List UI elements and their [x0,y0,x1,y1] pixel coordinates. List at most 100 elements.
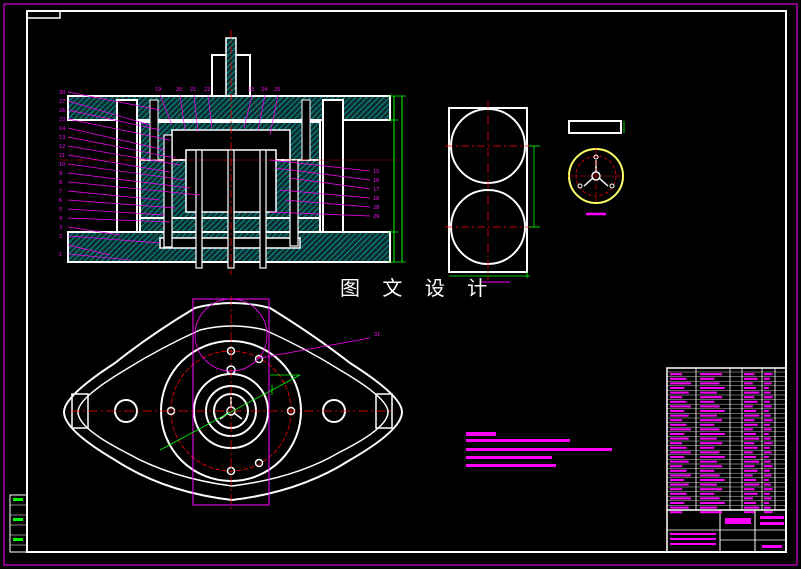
leader-lines-top [159,94,279,136]
bom-cell-text [670,451,691,454]
balloon-19: 19 [155,87,161,93]
bom-cell-text [700,474,720,477]
bom-cell-text [764,433,769,435]
bom-cell-text [700,446,715,449]
bom-cell-text [700,373,723,376]
bom-cell-text [670,405,691,408]
bom-cell-text [670,479,685,481]
bom-cell-text [764,442,773,445]
bom-cell-text [670,391,689,394]
bom-cell-text [670,433,685,435]
balloon-22: 22 [204,87,210,93]
bom-cell-text [744,396,755,399]
balloon-8: 8 [59,180,62,186]
balloon-1: 1 [59,252,62,258]
balloon-23: 23 [248,87,254,93]
bom-cell-text [670,502,685,504]
bom-cell-text [700,419,723,422]
bom-cell-text [700,506,717,509]
bom-cell-text [744,414,760,417]
bom-cell-text [764,492,770,495]
margin-stamp-table [9,494,28,553]
bom-cell-text [764,414,771,417]
bom-cell-text [764,456,769,458]
balloon-31: 31 [374,332,380,338]
bom-cell-text [670,400,687,403]
plan-outer-outline [62,302,404,502]
balloon-7: 7 [59,189,62,195]
bom-cell-text [700,414,717,417]
bom-cell-text [670,497,691,500]
balloon-15: 15 [373,169,379,175]
bom-cell-text [700,497,720,500]
balloon-26: 26 [59,108,65,114]
bom-cell-text [744,446,758,449]
bom-cell-text [744,442,755,445]
bom-cell-text [764,483,771,486]
balloon-12: 12 [59,144,65,150]
plan-inner-outline [77,325,389,487]
bom-cell-text [744,474,753,477]
bom-cell-text [764,446,770,449]
bom-cell-text [764,387,769,389]
bom-cell-text [700,479,725,481]
bom-cell-text [670,382,691,385]
bom-cell-text [764,382,772,385]
balloon-13: 13 [59,135,65,141]
balloon-27: 27 [59,99,65,105]
balloon-14: 14 [59,126,65,132]
screw-left [149,99,159,161]
bom-cell-text [670,446,687,449]
ejector-pin-1 [195,149,203,269]
bom-cell-text [670,488,683,491]
bom-cell-text [764,479,769,481]
technical-requirements [466,432,612,467]
bom-cell-text [700,460,717,463]
balloon-29: 29 [373,214,379,220]
bom-cell-text [700,433,725,435]
bom-cell-text [764,497,772,500]
side-view-part [445,100,540,283]
bom-cell-text [764,474,772,477]
balloon-24: 24 [261,87,267,93]
bom-cell-text [744,405,753,408]
bom-cell-text [670,437,689,440]
bom-cell-text [670,419,683,422]
balloon-6: 6 [59,198,62,204]
bom-cell-text [670,442,683,445]
bom-cell-text [744,451,753,454]
bom-table [666,367,787,553]
balloon-9: 9 [59,171,62,177]
balloon-10: 10 [59,162,65,168]
bom-cell-text [764,460,771,463]
bom-cell-text [700,400,715,403]
bom-cell-text [764,506,771,509]
bom-cell-text [700,396,723,399]
bom-cell-text [744,391,760,394]
sheet-inner-border [26,10,787,553]
bom-cell-text [764,469,770,472]
bom-cell-text [670,423,687,426]
plan-view [62,296,404,510]
bom-cell-text [700,377,715,380]
bom-cell-text [700,492,715,495]
corner-mark [27,11,61,19]
bom-cell-text [670,460,689,463]
bom-cell-text [670,474,691,477]
bom-cell-text [744,456,756,458]
bom-cell-text [744,400,758,403]
balloon-5: 5 [59,207,62,213]
bom-cell-text [700,423,715,426]
bom-cell-text [700,469,715,472]
bom-cell-text [744,410,756,412]
return-pin-right [289,159,299,247]
balloon-25: 25 [274,87,280,93]
balloon-3: 3 [59,225,62,231]
bom-cell-text [744,419,755,422]
bom-cell-text [744,469,758,472]
bom-cell-text [700,442,723,445]
bom-cell-text [764,373,773,376]
balloon-28: 28 [373,205,379,211]
leader-lines-right [269,159,371,217]
bom-cell-text [744,502,756,504]
